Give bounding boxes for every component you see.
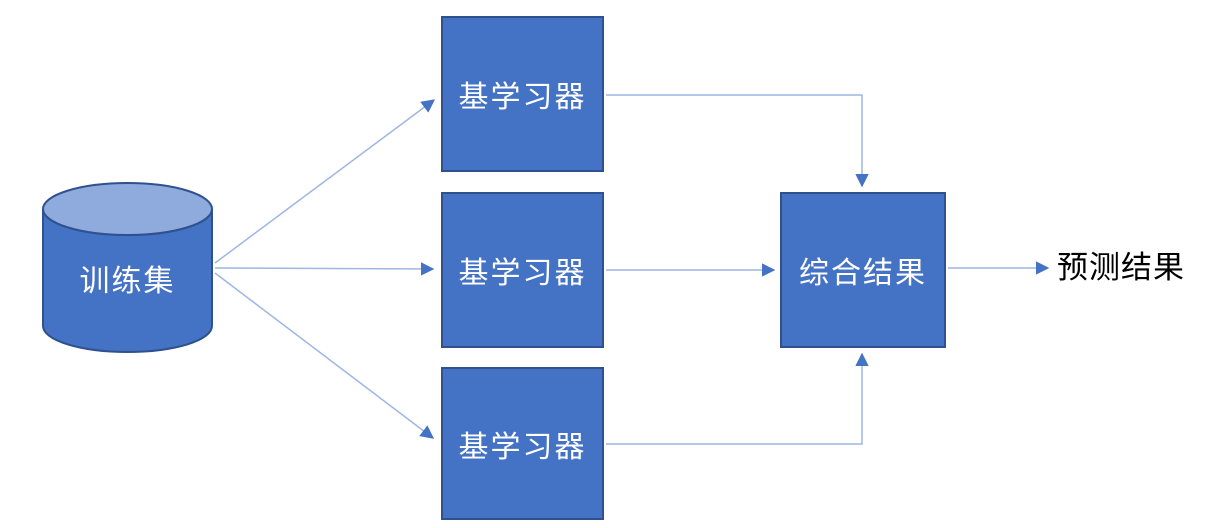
node-combined-result-label: 综合结果 [799, 257, 927, 290]
node-base-learner-3-label: 基学习器 [458, 430, 587, 464]
node-base-learner-1-label: 基学习器 [458, 81, 587, 114]
node-base-learner-3: 基学习器 [441, 367, 604, 520]
node-base-learner-2: 基学习器 [441, 192, 604, 348]
node-base-learner-2-label: 基学习器 [458, 257, 587, 290]
edge-training-to-learner3 [214, 272, 435, 439]
node-combined-result: 综合结果 [780, 192, 946, 348]
cylinder-top-ellipse [42, 182, 213, 236]
node-base-learner-1: 基学习器 [441, 16, 604, 172]
edge-learner3-to-combine [606, 352, 869, 445]
edge-training-to-learner1 [214, 99, 436, 264]
node-prediction-result-label: 预测结果 [1057, 250, 1185, 285]
edge-learner1-to-combine [606, 94, 869, 188]
node-training-set-label: 训练集 [79, 265, 176, 298]
training-set-cylinder [42, 182, 213, 353]
edge-training-to-learner2 [214, 262, 435, 276]
